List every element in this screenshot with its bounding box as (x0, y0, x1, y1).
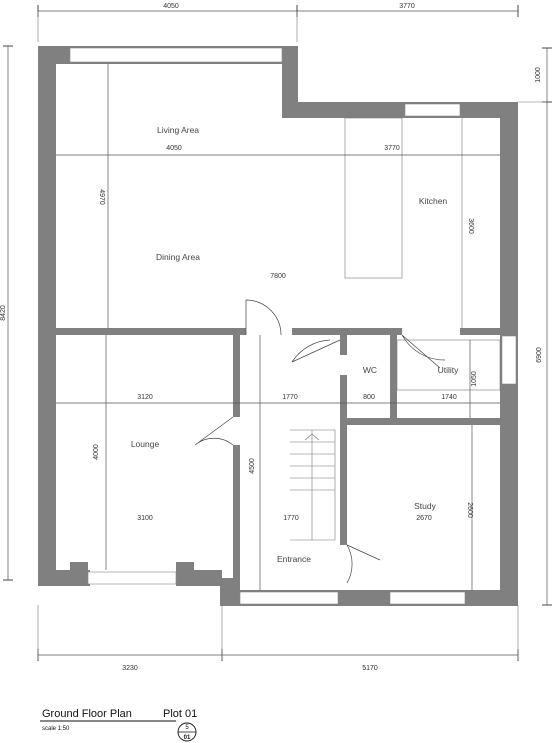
staircase (290, 429, 336, 541)
dimension-lines (3, 5, 552, 661)
room-label-entrance: Entrance (277, 554, 311, 564)
dim-mid-2: 1770 (282, 394, 298, 401)
kitchen-fittings (344, 117, 501, 391)
dim-right-upper: 1000 (535, 67, 542, 83)
dim-mid-3: 800 (363, 394, 375, 401)
dim-study-height: 2600 (466, 502, 473, 518)
dim-top-right: 3770 (399, 3, 415, 10)
windows (69, 47, 517, 605)
dim-mid-4: 1740 (441, 394, 457, 401)
dim-top-left: 4050 (163, 3, 179, 10)
dim-living-height: 4970 (98, 189, 105, 205)
dim-left-total: 8420 (0, 305, 7, 321)
dim-lounge-width: 3100 (137, 515, 153, 522)
dim-bottom-left: 3230 (122, 665, 138, 672)
dim-diagonal: 7800 (270, 273, 286, 280)
room-label-kitchen: Kitchen (419, 196, 448, 206)
internal-walls (56, 328, 502, 580)
plan-title: Ground Floor Plan (42, 708, 132, 720)
dim-mid-1: 3120 (137, 394, 153, 401)
dim-study-width: 2670 (416, 515, 432, 522)
doors (194, 299, 446, 584)
room-label-lounge: Lounge (131, 439, 160, 449)
room-label-dining: Dining Area (156, 252, 200, 262)
dim-kitchen-height: 3600 (467, 218, 474, 234)
internal-dimensions (56, 64, 500, 590)
room-label-utility: Utility (438, 365, 460, 375)
dim-living-width-right: 3770 (384, 145, 400, 152)
dim-bottom-right: 5170 (362, 665, 378, 672)
plot-number: Plot 01 (163, 708, 197, 720)
scale-note: scale 1:50 (42, 726, 70, 732)
room-label-wc: WC (363, 365, 377, 375)
title-block: Ground Floor Plan Plot 01 scale 1:50 5 0… (40, 708, 197, 742)
external-walls (38, 46, 518, 606)
dim-right-lower: 6900 (536, 347, 543, 363)
reference-drawing: 01 (184, 735, 191, 741)
dim-lounge-height: 4000 (93, 444, 100, 460)
dim-entrance-width: 1770 (283, 515, 299, 522)
room-label-living: Living Area (157, 125, 199, 135)
dim-living-width: 4050 (166, 145, 182, 152)
dim-entrance-height: 4500 (249, 458, 256, 474)
room-label-study: Study (414, 501, 436, 511)
reference-sheet: 5 (185, 725, 189, 731)
dim-utility-height: 1050 (471, 371, 478, 387)
